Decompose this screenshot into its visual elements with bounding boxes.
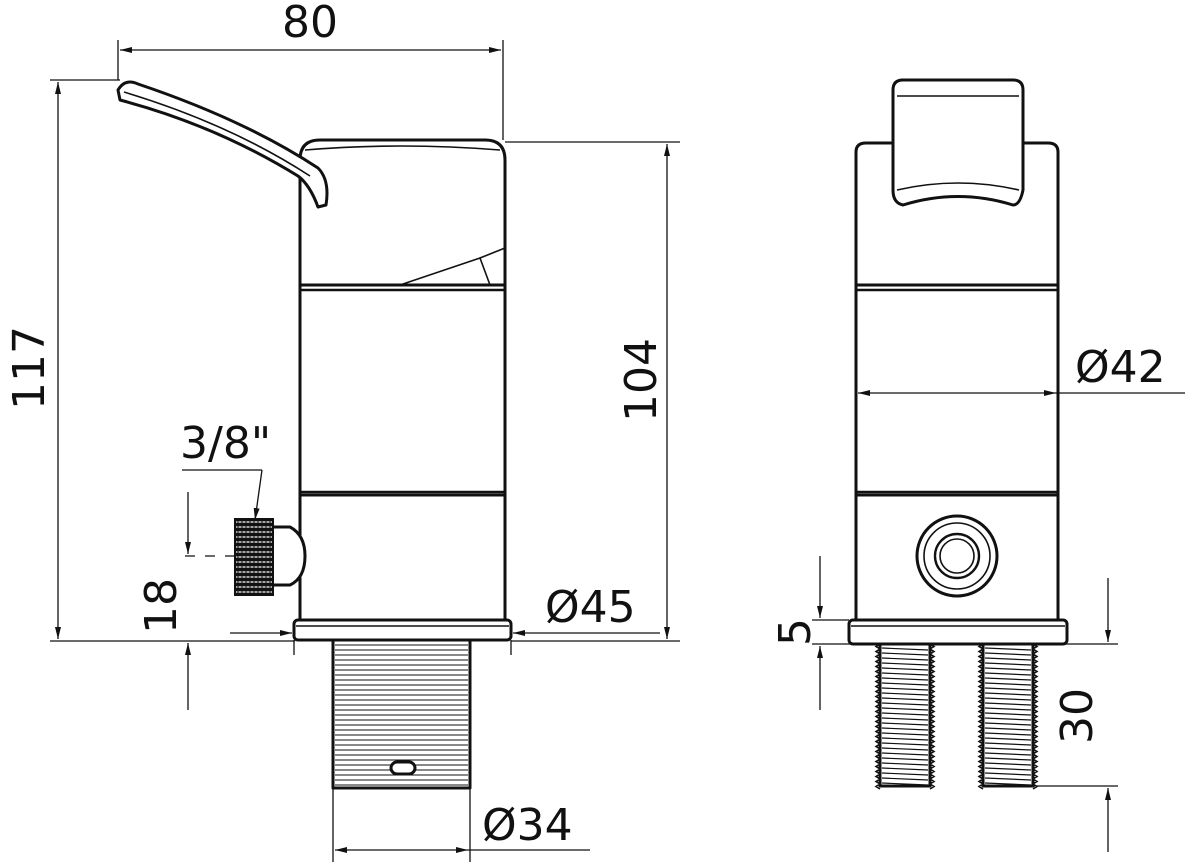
housing-rim xyxy=(304,145,501,151)
width-dimension: 80 xyxy=(282,0,338,48)
shank-threads xyxy=(335,644,468,786)
shank-diameter-dimension: Ø34 xyxy=(482,800,573,851)
side-flange xyxy=(847,618,1069,646)
inlet-thread-dimension: 3/8" xyxy=(180,418,271,469)
flange-thickness-dimension: 5 xyxy=(770,618,821,646)
side-view xyxy=(847,78,1069,790)
flange-diameter-dimension: Ø45 xyxy=(545,582,636,633)
shank-slot xyxy=(389,760,417,776)
inlet-collar xyxy=(270,525,307,587)
side-lever-handle xyxy=(891,78,1025,207)
lever-handle xyxy=(116,80,329,209)
body-height-dimension: 104 xyxy=(616,338,667,422)
front-view xyxy=(116,80,513,790)
side-middle-cylinder xyxy=(854,283,1060,497)
stud-length-dimension: 30 xyxy=(1052,688,1103,744)
housing-wedge xyxy=(479,247,506,259)
inlet-height-dimension: 18 xyxy=(136,578,187,634)
handle-housing xyxy=(298,138,507,287)
overall-height-dimension: 117 xyxy=(4,326,55,410)
inlet-port xyxy=(915,514,999,598)
side-dimensions: Ø42 5 30 xyxy=(770,342,1185,852)
front-dimensions: 80 117 104 3/8" 18 Ø45 Ø34 xyxy=(4,0,680,862)
body-diameter-dimension: Ø42 xyxy=(1075,342,1166,393)
inlet-thread-pattern xyxy=(236,520,272,594)
lower-body xyxy=(298,493,507,622)
lever-handle-edge xyxy=(123,91,311,177)
stud-thread-pattern xyxy=(874,643,1039,790)
middle-cylinder xyxy=(298,283,507,497)
flange xyxy=(292,618,513,642)
